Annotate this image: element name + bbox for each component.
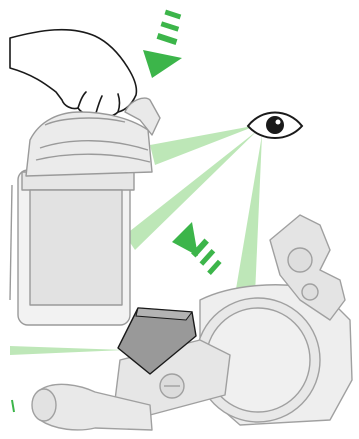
- down-arrow-icon: [143, 10, 182, 78]
- bin-lower-cup: [30, 190, 122, 305]
- sightline-to-left: [10, 346, 125, 355]
- eye-icon: [248, 113, 302, 139]
- hand-icon: [10, 30, 136, 117]
- dust-bin: [10, 98, 160, 325]
- up-arrow-icon: [172, 222, 222, 275]
- bin-cyclone-top: [26, 112, 152, 176]
- sightline-to-base: [235, 135, 262, 295]
